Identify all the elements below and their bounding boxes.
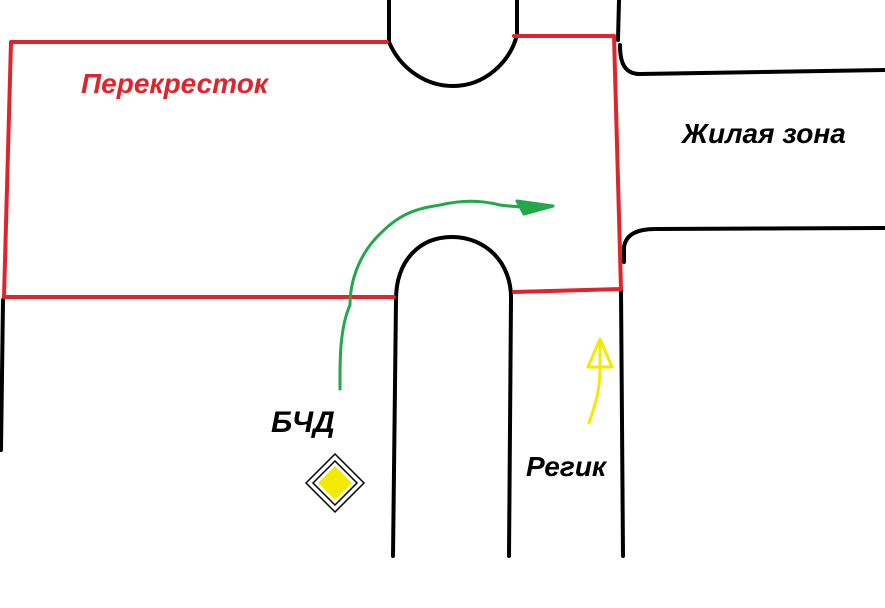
regik-label: Регик [526, 451, 608, 482]
intersection-label: Перекресток [81, 68, 270, 99]
regik-arrowhead [586, 337, 614, 369]
sign-core [318, 466, 352, 500]
arrow-up-icon [586, 337, 614, 425]
right-road-edge [616, 0, 621, 42]
road-edges [0, 0, 885, 558]
priority-road-sign-icon [304, 452, 366, 514]
top-median-edge [387, 0, 519, 88]
curved-arrow-right-icon [338, 199, 555, 391]
main-road-arrowhead [515, 199, 555, 216]
residential-road-bottom-edge [622, 226, 885, 264]
right-road-edge-lower [619, 288, 625, 558]
residential-road-top-edge [618, 43, 885, 76]
lower-median-edge [391, 235, 514, 558]
main-road-label: БЧД [271, 406, 335, 439]
regik-path [587, 338, 602, 425]
left-road-edge [0, 298, 5, 452]
intersection-boundary [2, 34, 623, 299]
residential-zone-label: Жилая зона [680, 118, 846, 149]
main-road-path [338, 199, 552, 391]
